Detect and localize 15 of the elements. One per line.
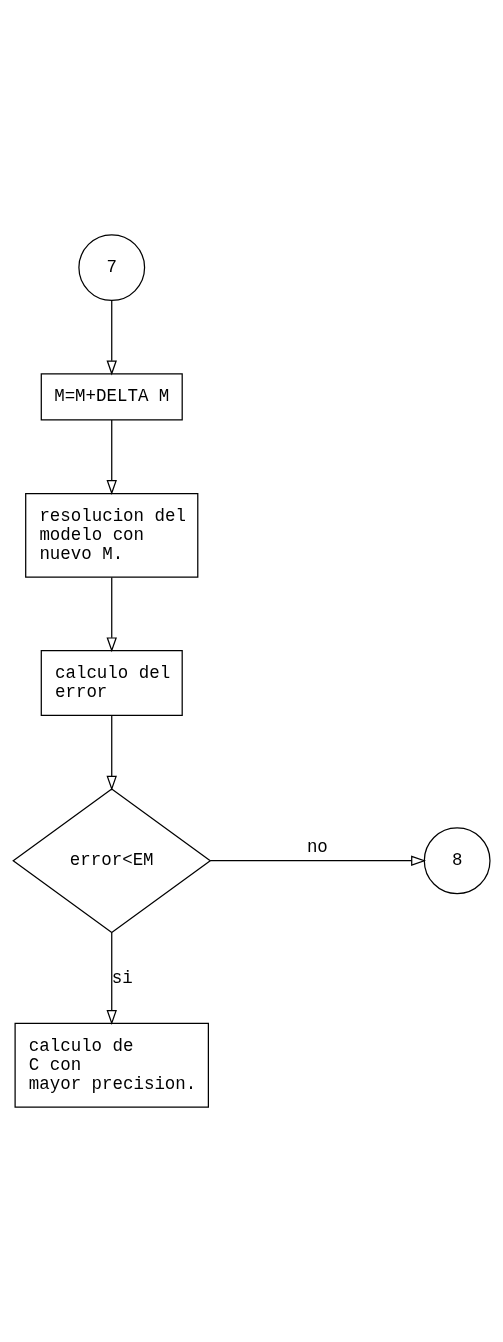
arrow — [106, 715, 117, 791]
node-diamond: error<EM — [12, 788, 212, 934]
node-circle: 7 — [78, 234, 146, 302]
edge-label: si — [111, 967, 133, 988]
node-box: calculo de C con mayor precision. — [14, 1022, 209, 1108]
node-box: resolucion del modelo con nuevo M. — [25, 492, 199, 578]
node-circle: 8 — [423, 827, 491, 895]
arrow — [106, 299, 117, 376]
node-box: calculo del error — [40, 650, 183, 717]
node-box: M=M+DELTA M — [40, 373, 183, 421]
edge-label: no — [306, 837, 328, 858]
arrow — [106, 419, 117, 495]
arrow — [106, 932, 117, 1025]
arrow — [106, 576, 117, 653]
arrow — [209, 855, 427, 866]
